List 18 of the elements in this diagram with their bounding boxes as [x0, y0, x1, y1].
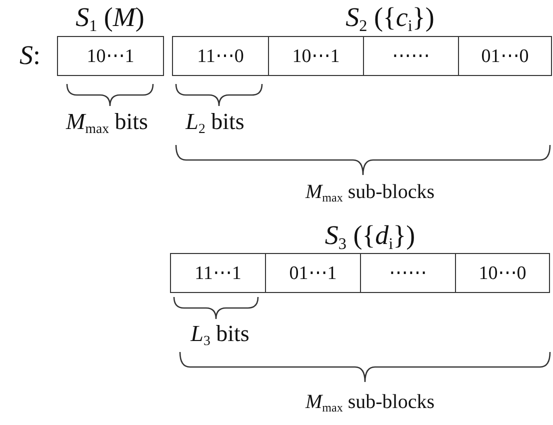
bit-block: 01⋯0	[458, 36, 552, 76]
brace-label: L$_{3}$ bits	[190, 322, 250, 348]
heading: S$_{2}$ ({c$_{i}$})	[346, 4, 434, 34]
brace-label: M$_{max}$ sub-blocks	[306, 182, 434, 204]
bit-block: 10⋯1	[57, 36, 164, 76]
bit-block: 10⋯0	[455, 253, 550, 293]
bit-block: 11⋯0	[172, 36, 269, 76]
heading: S$_{3}$ ({d$_{i}$})	[324, 222, 416, 252]
heading: S$_{1}$ (M)	[76, 4, 144, 34]
brace-label: M$_{max}$ sub-blocks	[306, 392, 434, 414]
sequence-label: S:	[20, 42, 40, 69]
bit-block: ⋯⋯	[360, 253, 456, 293]
bit-block: ⋯⋯	[363, 36, 459, 76]
bit-block: 10⋯1	[268, 36, 364, 76]
brace-label: L$_{2}$ bits	[186, 110, 244, 136]
brace-label: M$_{max}$ bits	[66, 110, 148, 136]
bit-block: 01⋯1	[265, 253, 361, 293]
bit-block: 11⋯1	[170, 253, 266, 293]
